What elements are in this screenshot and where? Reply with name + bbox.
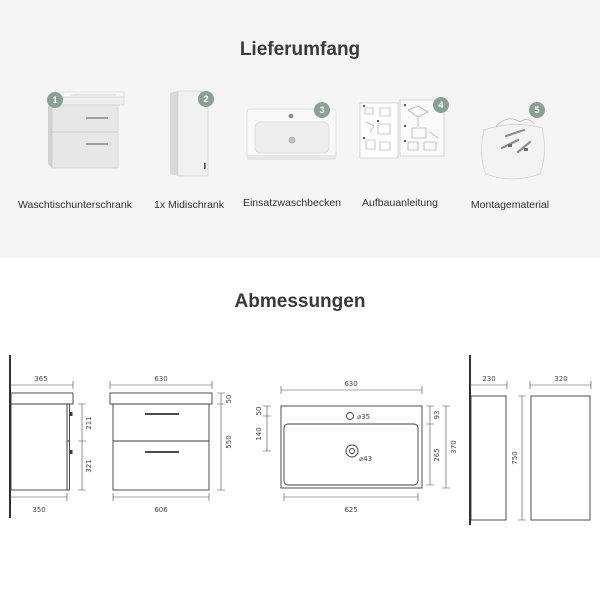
cabinet-side-panel bbox=[48, 101, 52, 168]
wall-plugs bbox=[508, 144, 528, 151]
washbasin-front-edge bbox=[247, 155, 336, 160]
washbasin-image bbox=[246, 108, 337, 160]
dim-top-depth: 365 bbox=[34, 375, 47, 383]
dim-line-basin-width bbox=[280, 386, 423, 394]
dim-top-thickness: 50 bbox=[225, 395, 233, 404]
dim-drain-offset: 140 bbox=[255, 427, 263, 440]
upper-drawer-front bbox=[66, 403, 70, 442]
drain bbox=[288, 136, 296, 144]
door-handle bbox=[204, 163, 206, 169]
dim-line-heights bbox=[217, 392, 225, 491]
upper-drawer-handle bbox=[86, 117, 108, 119]
delivery-item-washbasin: 3 Einsatzwaschbecken bbox=[227, 86, 357, 216]
cabinet-body bbox=[112, 403, 210, 491]
midi-cabinet-views: 230 750 320 bbox=[469, 355, 592, 525]
vanity-side-view: 365 211 321 350 bbox=[9, 355, 93, 518]
dim-lower-section: 321 bbox=[85, 459, 93, 472]
item-label: Waschtischunterschrank bbox=[18, 199, 132, 211]
washbasin-top bbox=[10, 392, 74, 405]
lower-drawer-front bbox=[66, 440, 70, 491]
dim-back-rim: 93 bbox=[433, 411, 441, 420]
item-number-badge: 4 bbox=[433, 97, 449, 113]
washbasin-top-view: 630 ⌀35 ⌀43 50 140 93 265 370 625 bbox=[255, 380, 458, 514]
delivery-item-mounting-hardware: 5 Montagematerial bbox=[445, 86, 575, 216]
dimensions-title: Abmessungen bbox=[234, 291, 366, 312]
dim-line-top-depth bbox=[10, 381, 74, 389]
drain-inner bbox=[349, 448, 355, 454]
bag-body bbox=[481, 124, 545, 180]
delivery-section: Lieferumfang 1 Waschtischunterschrank 2 … bbox=[0, 0, 600, 258]
dim-bottom-depth: 350 bbox=[32, 506, 45, 514]
dim-line-top-width bbox=[109, 381, 213, 389]
item-label: Aufbauanleitung bbox=[362, 197, 438, 209]
item-number-badge: 3 bbox=[314, 102, 330, 118]
delivery-item-vanity-unit: 1 Waschtischunterschrank bbox=[10, 86, 140, 216]
dim-line-bottom-width bbox=[112, 493, 210, 501]
dim-midi-width: 320 bbox=[554, 375, 567, 383]
washbasin-outline bbox=[280, 405, 423, 489]
dim-tap-hole-diameter: ⌀35 bbox=[357, 413, 370, 421]
dim-basin-width: 625 bbox=[344, 506, 357, 514]
dim-line-height bbox=[518, 395, 526, 521]
assembly-manual-image bbox=[359, 99, 445, 159]
dim-line-bottom-depth bbox=[10, 493, 68, 501]
mounting-hardware-bag-image bbox=[481, 118, 545, 180]
cabinet-front bbox=[51, 104, 119, 169]
cabinet-body bbox=[10, 403, 68, 491]
drain-outer bbox=[345, 444, 359, 458]
dim-total-depth: 370 bbox=[450, 440, 458, 453]
midi-cabinet-side bbox=[470, 395, 507, 521]
cabinet-side bbox=[170, 91, 178, 176]
dim-line-drawer-heights bbox=[78, 403, 86, 491]
manual-booklet-left bbox=[359, 102, 399, 159]
washbasin-top bbox=[109, 392, 213, 405]
vanity-front-view: 630 50 550 606 bbox=[109, 375, 233, 514]
dim-height: 550 bbox=[225, 435, 233, 448]
item-label: 1x Midischrank bbox=[153, 199, 225, 211]
delivery-title: Lieferumfang bbox=[239, 39, 361, 60]
dim-midi-height: 750 bbox=[511, 451, 519, 464]
dim-line-basin-depth bbox=[426, 405, 434, 486]
dim-midi-depth: 230 bbox=[482, 375, 495, 383]
dim-washbasin-width: 630 bbox=[344, 380, 357, 388]
drawer-handles bbox=[145, 413, 179, 453]
dimension-drawings: 365 211 321 350 630 50 550 606 630 ⌀35 ⌀ bbox=[9, 355, 592, 525]
dim-line-total-depth bbox=[442, 405, 450, 489]
tap-hole bbox=[288, 113, 294, 119]
basin-recess bbox=[70, 93, 116, 96]
basin-outline bbox=[283, 423, 419, 486]
dim-tap-hole-offset: 50 bbox=[255, 407, 263, 416]
dim-line-hole-offsets bbox=[263, 405, 271, 452]
dim-line-depth bbox=[470, 381, 508, 389]
midi-cabinet-front bbox=[530, 395, 591, 521]
dim-upper-section: 211 bbox=[85, 416, 93, 429]
item-label: Einsatzwaschbecken bbox=[242, 197, 342, 209]
tap-hole bbox=[346, 412, 354, 420]
item-number-badge: 5 bbox=[529, 102, 545, 118]
dim-line-inner-width bbox=[283, 493, 419, 501]
item-label: Montagematerial bbox=[470, 199, 550, 211]
lower-drawer-handle bbox=[86, 143, 108, 145]
delivery-item-midi-cabinet: 2 1x Midischrank bbox=[124, 86, 254, 216]
vanity-unit-image bbox=[48, 91, 125, 169]
dim-top-width: 630 bbox=[154, 375, 167, 383]
dim-drain-diameter: ⌀43 bbox=[359, 455, 372, 463]
dim-basin-depth: 265 bbox=[433, 448, 441, 461]
drawstring bbox=[495, 118, 535, 127]
item-number-badge: 1 bbox=[47, 92, 63, 108]
manual-illustrations bbox=[364, 105, 439, 151]
dim-bottom-width: 606 bbox=[154, 506, 168, 514]
delivery-item-assembly-manual: 4 Aufbauanleitung bbox=[335, 86, 465, 216]
item-number-badge: 2 bbox=[198, 91, 214, 107]
dim-line-width bbox=[529, 381, 592, 389]
